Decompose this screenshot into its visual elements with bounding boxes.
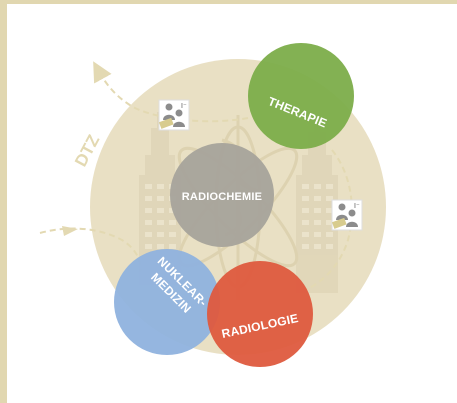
radiochemie-node: [170, 143, 274, 247]
iodine-label-top: I⁻: [181, 103, 187, 110]
patient-document-icon-right: I⁻: [331, 199, 363, 231]
frame-top-border: [0, 0, 457, 4]
flow-path-top: [93, 61, 249, 123]
iodine-label-right: I⁻: [354, 203, 360, 210]
radiochemie-label: RADIOCHEMIE: [182, 191, 262, 203]
patient-document-icon-top: I⁻: [158, 99, 190, 131]
flow-arrow-left: [62, 226, 78, 236]
flow-path-right: [305, 149, 353, 291]
frame-left-border: [0, 0, 7, 403]
therapie-node: [248, 43, 354, 149]
right-tower-illustration: [296, 118, 338, 293]
radiologie-node: [207, 261, 313, 367]
nuklearmedizin-node: [114, 249, 220, 355]
